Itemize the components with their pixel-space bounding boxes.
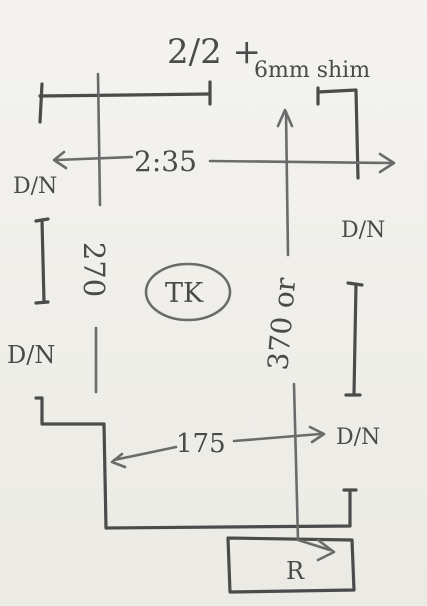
width-arrow-left-head — [52, 150, 68, 170]
width-arrow-right — [208, 159, 394, 165]
left-wall-upper-tick-bottom — [34, 300, 50, 305]
room-label: TK — [165, 278, 204, 309]
inner-arrow-right — [232, 432, 322, 443]
door-mark-right-upper: D/N — [341, 218, 386, 243]
left-lower-wall — [34, 396, 352, 530]
left-height-dimension-label: 270 — [77, 241, 112, 298]
left-height-line-top — [96, 72, 102, 207]
top-left-wall-end-left — [38, 82, 44, 124]
inner-dimension-label: 175 — [176, 429, 226, 459]
left-wall-upper-tick — [34, 217, 50, 223]
width-dimension-label: 2:35 — [134, 145, 197, 178]
right-height-arrow-top — [276, 108, 294, 128]
right-height-dimension-label: 370 or — [261, 276, 303, 372]
room-circle — [144, 262, 232, 322]
inner-arrow-left — [112, 445, 178, 462]
door-mark-left-middle: D/N — [7, 341, 56, 369]
door-mark-top-left: D/N — [13, 174, 58, 199]
width-arrow-right-head — [378, 152, 396, 174]
inner-arrow-right-head — [308, 425, 326, 444]
fixture-box — [226, 536, 356, 594]
top-right-wall — [316, 88, 360, 180]
top-left-wall — [38, 92, 212, 98]
header-line1: 2/2 + — [167, 32, 262, 72]
header-line2: 6mm shim — [254, 58, 371, 83]
left-wall-upper — [40, 218, 46, 304]
width-arrow-left — [54, 155, 134, 162]
inner-arrow-left-head — [110, 452, 127, 469]
door-mark-right-lower: D/N — [336, 425, 381, 450]
right-height-arrow-bottom — [316, 538, 336, 562]
fixture-label: R — [286, 557, 305, 585]
right-wall-middle-tick-top — [346, 281, 364, 287]
right-wall-middle — [352, 282, 358, 396]
right-height-line-upper — [284, 110, 290, 257]
